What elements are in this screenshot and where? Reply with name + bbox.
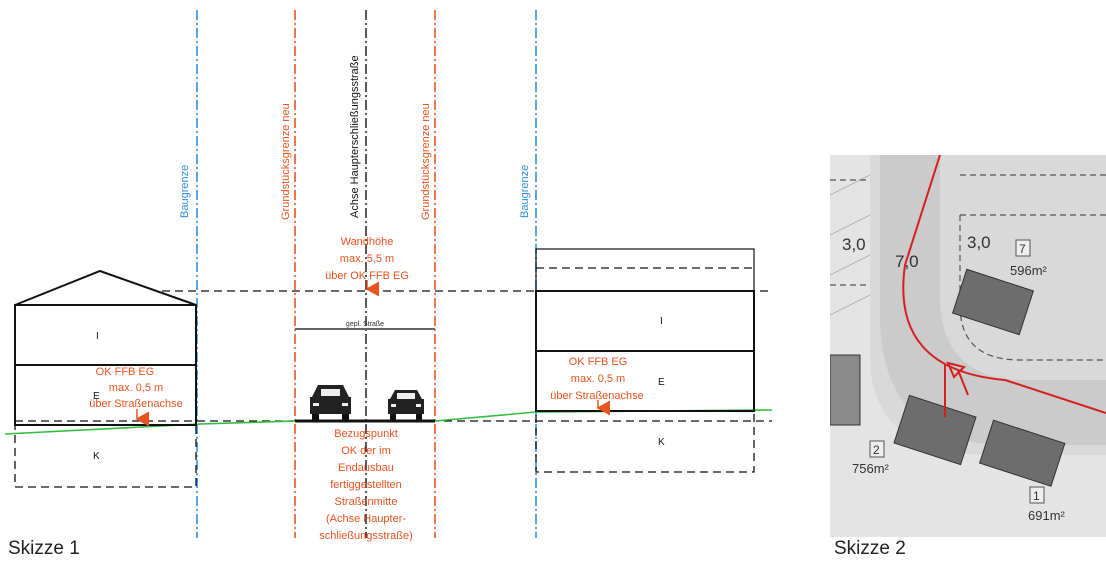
reference-line-7: schließungsstraße) xyxy=(319,530,413,542)
annotation-reference-point: Bezugspunkt OK der im Endausbau fertigge… xyxy=(319,428,413,542)
ffb-left-line-3: über Straßenachse xyxy=(89,398,183,410)
grundstuecksgrenze-right-label: Grundstücksgrenze neu xyxy=(420,103,432,220)
house-left-ground-floor xyxy=(14,364,197,426)
planned-street-label: gepl. Straße xyxy=(346,321,384,328)
ffb-left-line-2: max. 0,5 m xyxy=(109,382,163,394)
parcel-2-number: 2 xyxy=(873,443,880,457)
house-left: I E K xyxy=(14,269,197,488)
house-left-basement-label: K xyxy=(93,451,100,462)
house-left-roof xyxy=(14,269,197,306)
ffb-right-line-1: OK FFB EG xyxy=(569,356,628,368)
reference-distance-arrow xyxy=(957,369,969,396)
car-left-icon xyxy=(310,385,351,420)
distance-label-left: 3,0 xyxy=(842,235,866,254)
house-left-ground-label: E xyxy=(93,391,100,402)
skizze-1-caption: Skizze 1 xyxy=(8,538,80,559)
baugrenze-left-label: Baugrenze xyxy=(179,165,191,218)
parcel-2-area: 756m² xyxy=(852,461,890,476)
reference-line-2: OK der im xyxy=(341,445,391,457)
reference-line-4: fertiggestellten xyxy=(330,479,402,491)
parcel-7-area: 596m² xyxy=(1010,263,1048,278)
street-centre-line xyxy=(902,155,1106,414)
reference-line-3: Endausbau xyxy=(338,462,394,474)
parcel-1-area: 691m² xyxy=(1028,508,1066,523)
wall-height-line-3: über OK FFB EG xyxy=(325,270,409,282)
grundstuecksgrenze-left-label: Grundstücksgrenze neu xyxy=(280,103,292,220)
wall-height-line-2: max. 5,5 m xyxy=(340,253,394,265)
reference-marker-icon xyxy=(946,361,966,379)
distance-label-right: 3,0 xyxy=(967,233,991,252)
house-right-ground-label: E xyxy=(658,377,665,388)
house-left-upper-label: I xyxy=(96,331,99,342)
reference-line-1: Bezugspunkt xyxy=(334,428,398,440)
ffb-right-line-3: über Straßenachse xyxy=(550,390,644,402)
reference-line-5: Straßenmitte xyxy=(335,496,398,508)
skizze-2-site-plan: 3,0 7,0 3,0 7 596m² 2 756m² 1 691m² xyxy=(830,155,1106,537)
house-left-basement xyxy=(14,424,197,488)
parcel-7-number: 7 xyxy=(1019,242,1026,256)
achse-label: Achse Haupterschließungsstraße xyxy=(349,55,361,218)
annotation-ffb-left: OK FFB EG max. 0,5 m über Straßenachse xyxy=(89,366,183,410)
house-right-upper-floor xyxy=(535,290,755,352)
house-right: I E K xyxy=(535,248,755,473)
parcel-1-number: 1 xyxy=(1033,489,1040,503)
house-right-upper-label: I xyxy=(660,316,663,327)
house-right-basement-label: K xyxy=(658,437,665,448)
house-right-attic xyxy=(535,248,755,292)
baugrenze-right-label: Baugrenze xyxy=(519,165,531,218)
ffb-right-line-2: max. 0,5 m xyxy=(571,373,625,385)
reference-line-6: (Achse Haupter- xyxy=(326,513,406,525)
house-left-upper-floor xyxy=(14,304,197,366)
ffb-left-line-1: OK FFB EG xyxy=(96,366,155,378)
annotation-ffb-right: OK FFB EG max. 0,5 m über Straßenachse xyxy=(550,356,644,402)
car-right-icon xyxy=(388,390,424,420)
wall-height-line-1: Wandhöhe xyxy=(341,236,394,248)
house-right-basement xyxy=(535,410,755,473)
annotation-wall-height: Wandhöhe max. 5,5 m über OK FFB EG xyxy=(325,236,409,282)
skizze-2-caption: Skizze 2 xyxy=(834,538,906,559)
